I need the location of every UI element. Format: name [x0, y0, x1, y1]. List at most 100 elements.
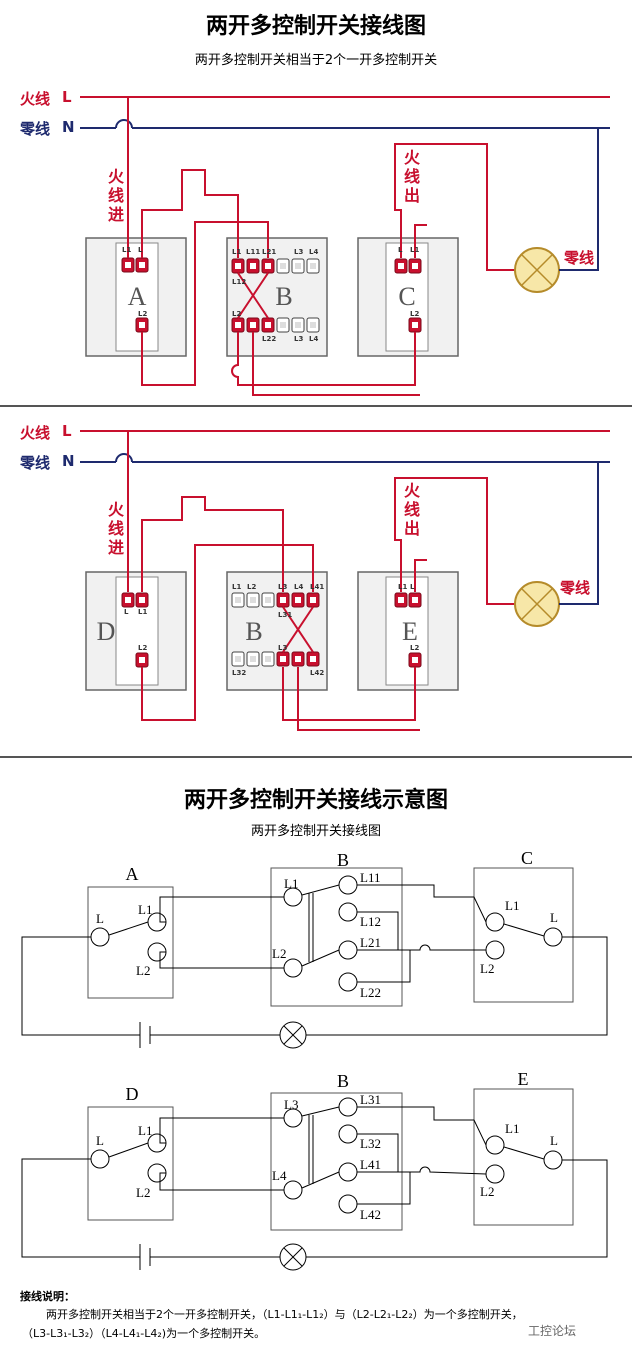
s2-e-l2: L2	[480, 1184, 494, 1199]
p1-live-in-label: 火线进	[107, 167, 124, 224]
p2-e-t13: L	[410, 583, 415, 591]
p1-neutral-label: 零线	[20, 120, 51, 138]
p1-b-t10: L22	[262, 335, 276, 343]
s1-label-a: A	[126, 864, 139, 884]
p1-a-t2: L2	[138, 310, 147, 318]
s2-label-b: B	[337, 1071, 349, 1091]
p1-b-t12: L4	[309, 335, 318, 343]
p1-live-out-label: 火线出	[403, 148, 420, 205]
p1-b-t5: L21	[262, 248, 276, 256]
p1-lamp-neutral-label: 零线	[564, 249, 595, 267]
s1-a-l2: L2	[136, 963, 150, 978]
p2-d-t1: L1	[138, 608, 147, 616]
s2-label-d: D	[126, 1084, 139, 1104]
p2-b-t5: L3	[278, 583, 287, 591]
p1-b-t4: L11	[246, 248, 260, 256]
s1-a-l1: L1	[138, 902, 152, 917]
p2-lamp	[514, 581, 560, 627]
s1-b-l2: L2	[272, 946, 286, 961]
p1-b-t8: L12	[232, 278, 246, 286]
p1-lamp	[514, 247, 560, 293]
p1-b-t11: L3	[294, 335, 303, 343]
s1-c-l1: L1	[505, 898, 519, 913]
panel-divider-1	[0, 405, 632, 407]
s1-label-c: C	[521, 848, 533, 868]
p1-neutral-letter: N	[62, 118, 75, 136]
s2-label-e: E	[518, 1069, 529, 1089]
p2-b-t9: L3	[278, 644, 287, 652]
s2-e-l: L	[550, 1133, 558, 1148]
p2-switch-e: E	[357, 571, 459, 691]
p2-switch-b2: B	[226, 571, 328, 691]
schematic-2	[21, 1088, 608, 1271]
panel1-wiring: A B C	[80, 96, 610, 396]
s1-b-l22: L22	[360, 985, 381, 1000]
p1-switch-b: B	[226, 237, 328, 357]
p1-b-t9: L2	[232, 310, 241, 318]
s2-b-l3: L3	[284, 1097, 298, 1112]
p1-b-t3: L1	[232, 248, 241, 256]
notes-title: 接线说明：	[20, 1290, 75, 1303]
panel1-title: 两开多控制开关接线图	[205, 14, 426, 39]
panel2-wiring: D B E	[80, 430, 610, 731]
p2-live-in-label: 火线进	[107, 500, 124, 557]
p1-switch-b-letter: B	[275, 282, 292, 311]
p2-live-out-label: 火线出	[403, 481, 420, 538]
s2-d-l2: L2	[136, 1185, 150, 1200]
s2-b-l42: L42	[360, 1207, 381, 1222]
s2-d-l: L	[96, 1133, 104, 1148]
p2-b-t10: L32	[232, 669, 246, 677]
s1-b-l12: L12	[360, 914, 381, 929]
panel-divider-2	[0, 756, 632, 758]
s2-b-l31: L31	[360, 1092, 381, 1107]
p1-b-t6: L3	[294, 248, 303, 256]
panel3-subtitle: 两开多控制开关接线图	[250, 824, 381, 839]
schematic-1	[21, 867, 608, 1049]
p2-b-t7: L41	[310, 583, 324, 591]
p1-switch-c: C	[357, 237, 459, 357]
p2-b-t4: L2	[247, 583, 256, 591]
p1-c-t15: L2	[410, 310, 419, 318]
p1-switch-c-letter: C	[398, 282, 415, 311]
s1-b-l11: L11	[360, 870, 380, 885]
panel1-subtitle: 两开多控制开关相当于2个一开多控制开关	[194, 53, 438, 68]
p1-switch-a-letter: A	[128, 282, 147, 311]
s1-a-l: L	[96, 911, 104, 926]
p2-b-t11: L42	[310, 669, 324, 677]
s2-b-l4: L4	[272, 1168, 287, 1183]
p2-switch-b-letter: B	[245, 617, 262, 646]
p2-lamp-neutral-label: 零线	[560, 579, 591, 597]
notes-line2: （L3-L3₁-L3₂）（L4-L4₁-L4₂)为一个多控制开关。	[22, 1327, 266, 1340]
p2-e-t14: L2	[410, 644, 419, 652]
p1-a-t0: L1	[122, 246, 131, 254]
panel3-title: 两开多控制开关接线示意图	[183, 788, 448, 813]
watermark: 工控论坛	[528, 1324, 577, 1338]
p1-b-t7: L4	[309, 248, 318, 256]
p2-e-t12: L1	[398, 583, 407, 591]
p2-b-t6: L4	[294, 583, 303, 591]
p2-d-t2: L2	[138, 644, 147, 652]
s1-c-l: L	[550, 910, 558, 925]
p2-d-t0: L	[124, 608, 129, 616]
notes-line1: 两开多控制开关相当于2个一开多控制开关，（L1-L1₁-L1₂）与（L2-L2₁…	[46, 1308, 523, 1321]
s2-d-l1: L1	[138, 1123, 152, 1138]
s2-e-l1: L1	[505, 1121, 519, 1136]
p2-switch-e-letter: E	[402, 617, 418, 646]
p2-live-letter: L	[62, 422, 72, 440]
p2-switch-d: D	[85, 571, 187, 691]
p1-c-t13: L	[398, 246, 403, 254]
p1-live-letter: L	[62, 88, 72, 106]
p2-neutral-label: 零线	[20, 454, 51, 472]
s1-b-l21: L21	[360, 935, 381, 950]
p2-neutral-letter: N	[62, 452, 75, 470]
p2-live-label: 火线	[20, 424, 51, 442]
p2-b-t8: L31	[278, 611, 292, 619]
p1-switch-a: A	[85, 237, 187, 357]
s1-c-l2: L2	[480, 961, 494, 976]
p1-live-label: 火线	[20, 90, 51, 108]
s1-b-l1: L1	[284, 876, 298, 891]
s2-b-l32: L32	[360, 1136, 381, 1151]
p2-b-t3: L1	[232, 583, 241, 591]
s2-b-l41: L41	[360, 1157, 381, 1172]
